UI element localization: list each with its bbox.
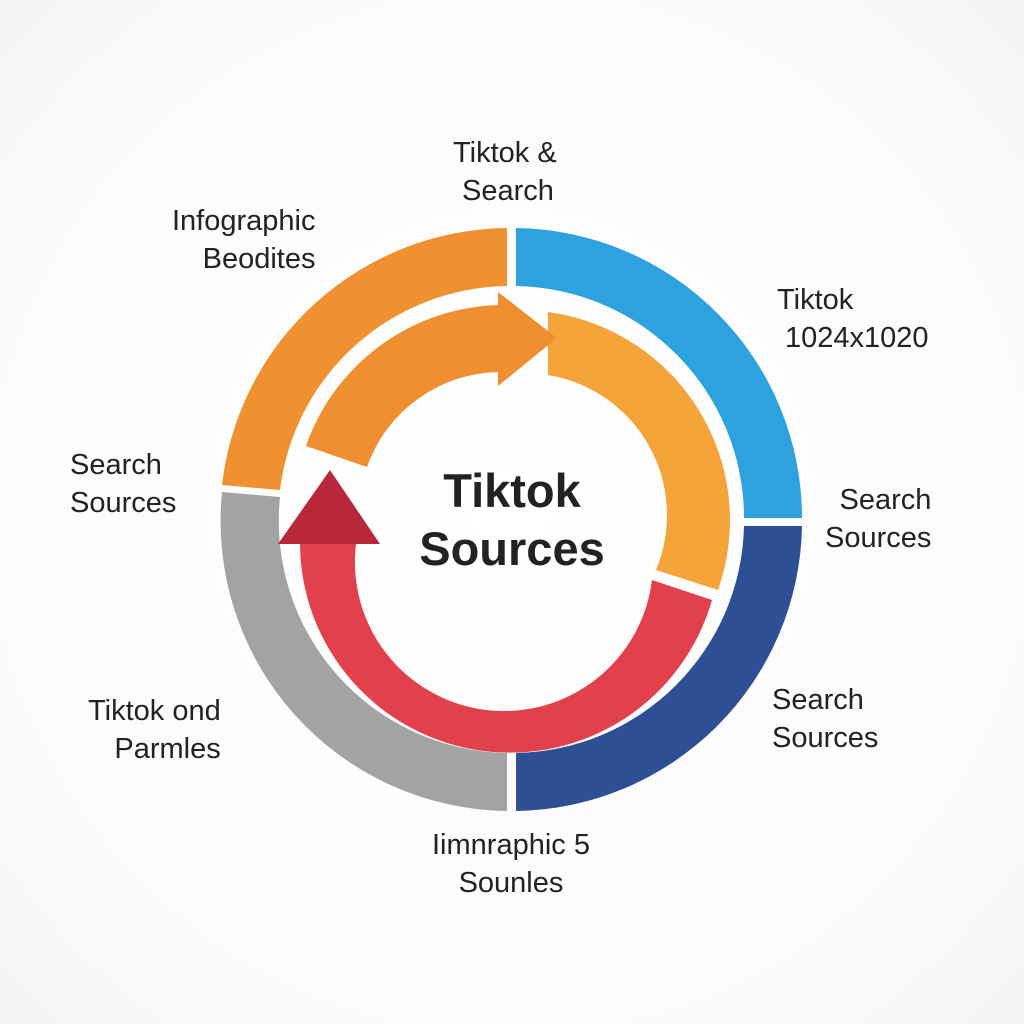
label-lower-right-line1: Search — [772, 684, 864, 716]
center-title: Tiktok Sources — [362, 462, 662, 578]
label-lower-right-line2: Sources — [772, 722, 879, 754]
label-upper-right-line1: Tiktok — [777, 284, 854, 316]
label-upper-left: Infographic Beodites — [172, 202, 316, 278]
label-lower-left-line1: Tiktok ond — [88, 695, 221, 727]
label-mid-left-line2: Sources — [70, 487, 177, 519]
label-mid-right-line2: Sources — [825, 522, 932, 554]
orange-arrowhead — [498, 292, 557, 386]
inner-ring-orange-arc — [306, 305, 500, 467]
label-upper-right-line2: 1024x1020 — [785, 322, 929, 354]
center-title-line1: Tiktok — [443, 464, 581, 517]
label-mid-left-line1: Search — [70, 449, 162, 481]
label-upper-left-line2: Beodites — [202, 243, 316, 275]
label-lower-right: Search Sources — [772, 681, 878, 757]
outer-ring-segment-orange — [222, 228, 507, 490]
label-mid-right: Search Sources — [825, 481, 931, 557]
label-lower-left: Tiktok ond Parmles — [88, 692, 221, 768]
label-bottom-line2: Sounles — [458, 867, 564, 899]
center-title-line2: Sources — [419, 522, 605, 575]
outer-ring-segment-navy — [516, 526, 802, 811]
label-top-line2: Search — [462, 175, 554, 207]
outer-ring-segment-blue — [516, 228, 802, 518]
label-lower-left-line2: Parmles — [114, 733, 221, 765]
red-arrowhead — [278, 470, 380, 544]
label-mid-right-line1: Search — [839, 484, 932, 516]
label-upper-right: Tiktok 1024x1020 — [777, 281, 929, 357]
inner-ring-red-arc — [300, 544, 712, 753]
label-top: Tiktok & Search — [453, 134, 557, 210]
label-bottom-line1: Iimnraphic 5 — [432, 829, 590, 861]
label-mid-left: Search Sources — [70, 446, 176, 522]
label-top-line1: Tiktok & — [453, 137, 557, 169]
label-upper-left-line1: Infographic — [172, 205, 316, 237]
outer-ring-segment-gray — [220, 492, 507, 811]
inner-ring-orange-arc-right — [548, 312, 730, 590]
label-bottom: Iimnraphic 5 Sounles — [432, 826, 590, 902]
